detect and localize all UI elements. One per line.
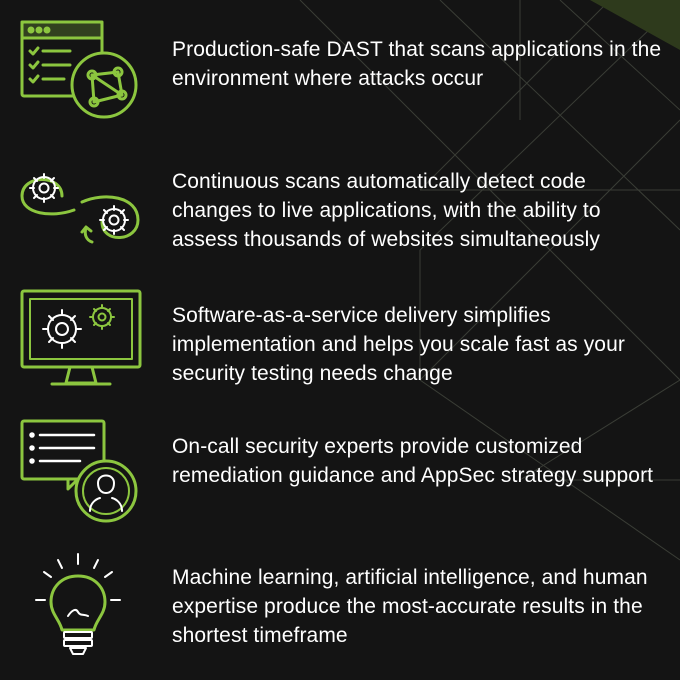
continuous-gears-cycle-icon [20,173,140,244]
feature-text: On-call security experts provide customi… [172,435,654,487]
chat-expert-icon [20,419,138,523]
web-checklist-globe-icon [20,20,138,119]
feature-text: Software-as-a-service delivery simplifie… [172,304,625,385]
feature-row: Continuous scans automatically detect co… [0,150,680,260]
feature-text: Continuous scans automatically detect co… [172,170,601,251]
feature-row: Production-safe DAST that scans applicat… [0,15,680,125]
feature-text: Production-safe DAST that scans applicat… [172,38,662,90]
feature-text: Machine learning, artificial intelligenc… [172,566,648,647]
corner-triangle-accent [590,0,680,50]
feature-row: Software-as-a-service delivery simplifie… [0,285,680,395]
feature-row: Machine learning, artificial intelligenc… [0,550,680,660]
lightbulb-icon [35,553,121,655]
monitor-gears-icon [20,289,142,386]
feature-row: On-call security experts provide customi… [0,415,680,525]
